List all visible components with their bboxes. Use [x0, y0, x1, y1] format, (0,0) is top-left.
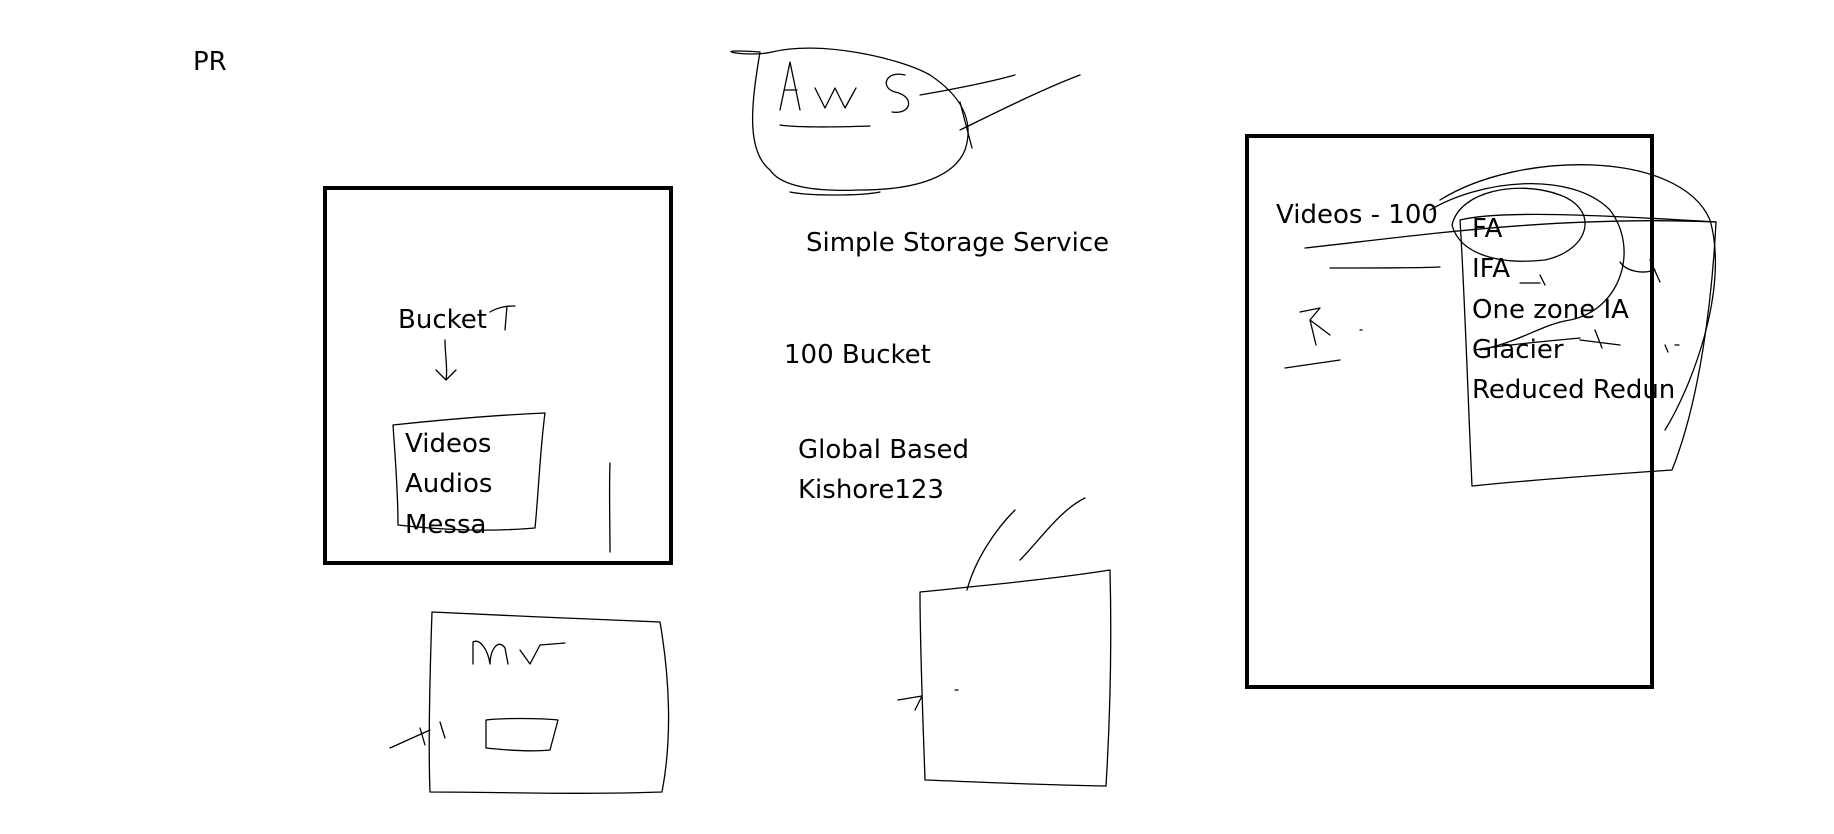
global-based-note: Global Based [798, 435, 970, 465]
storage-class-glacier: Glacier [1472, 335, 1564, 365]
bucket-count-note: 100 Bucket [784, 340, 931, 370]
aws-logo-sketch [730, 47, 1081, 196]
right-box-sketches [1284, 164, 1717, 487]
bucket-content-audios: Audios [405, 469, 493, 499]
middle-bottom-sketch [897, 497, 1112, 787]
storage-class-fa: FA [1472, 214, 1503, 244]
storage-class-one-zone-ia: One zone IA [1472, 295, 1629, 325]
corner-label: PR [193, 47, 227, 77]
aws-handwriting-a [779, 61, 801, 111]
right-box-frame [1245, 134, 1654, 689]
left-box-frame [323, 186, 673, 565]
aws-handwriting-s [885, 73, 910, 113]
bucket-content-videos: Videos [405, 429, 492, 459]
bucket-content-messages: Messa [405, 510, 487, 540]
left-box-sketches [392, 305, 611, 553]
bucket-container-sketch [392, 412, 546, 531]
videos-count-label: Videos - 100 [1276, 200, 1438, 230]
storage-class-ifa: IFA [1472, 254, 1511, 284]
bucket-label: Bucket [398, 305, 487, 335]
bottom-left-sketch [389, 611, 670, 794]
storage-classes-container-sketch [1459, 213, 1717, 487]
mv-handwriting [472, 640, 566, 665]
example-bucket-name: Kishore123 [798, 475, 944, 505]
arrow-down-icon [435, 369, 457, 381]
aws-handwriting-w [814, 87, 857, 109]
service-title: Simple Storage Service [806, 228, 1110, 258]
storage-class-reduced-redundancy: Reduced Redun [1472, 375, 1676, 405]
